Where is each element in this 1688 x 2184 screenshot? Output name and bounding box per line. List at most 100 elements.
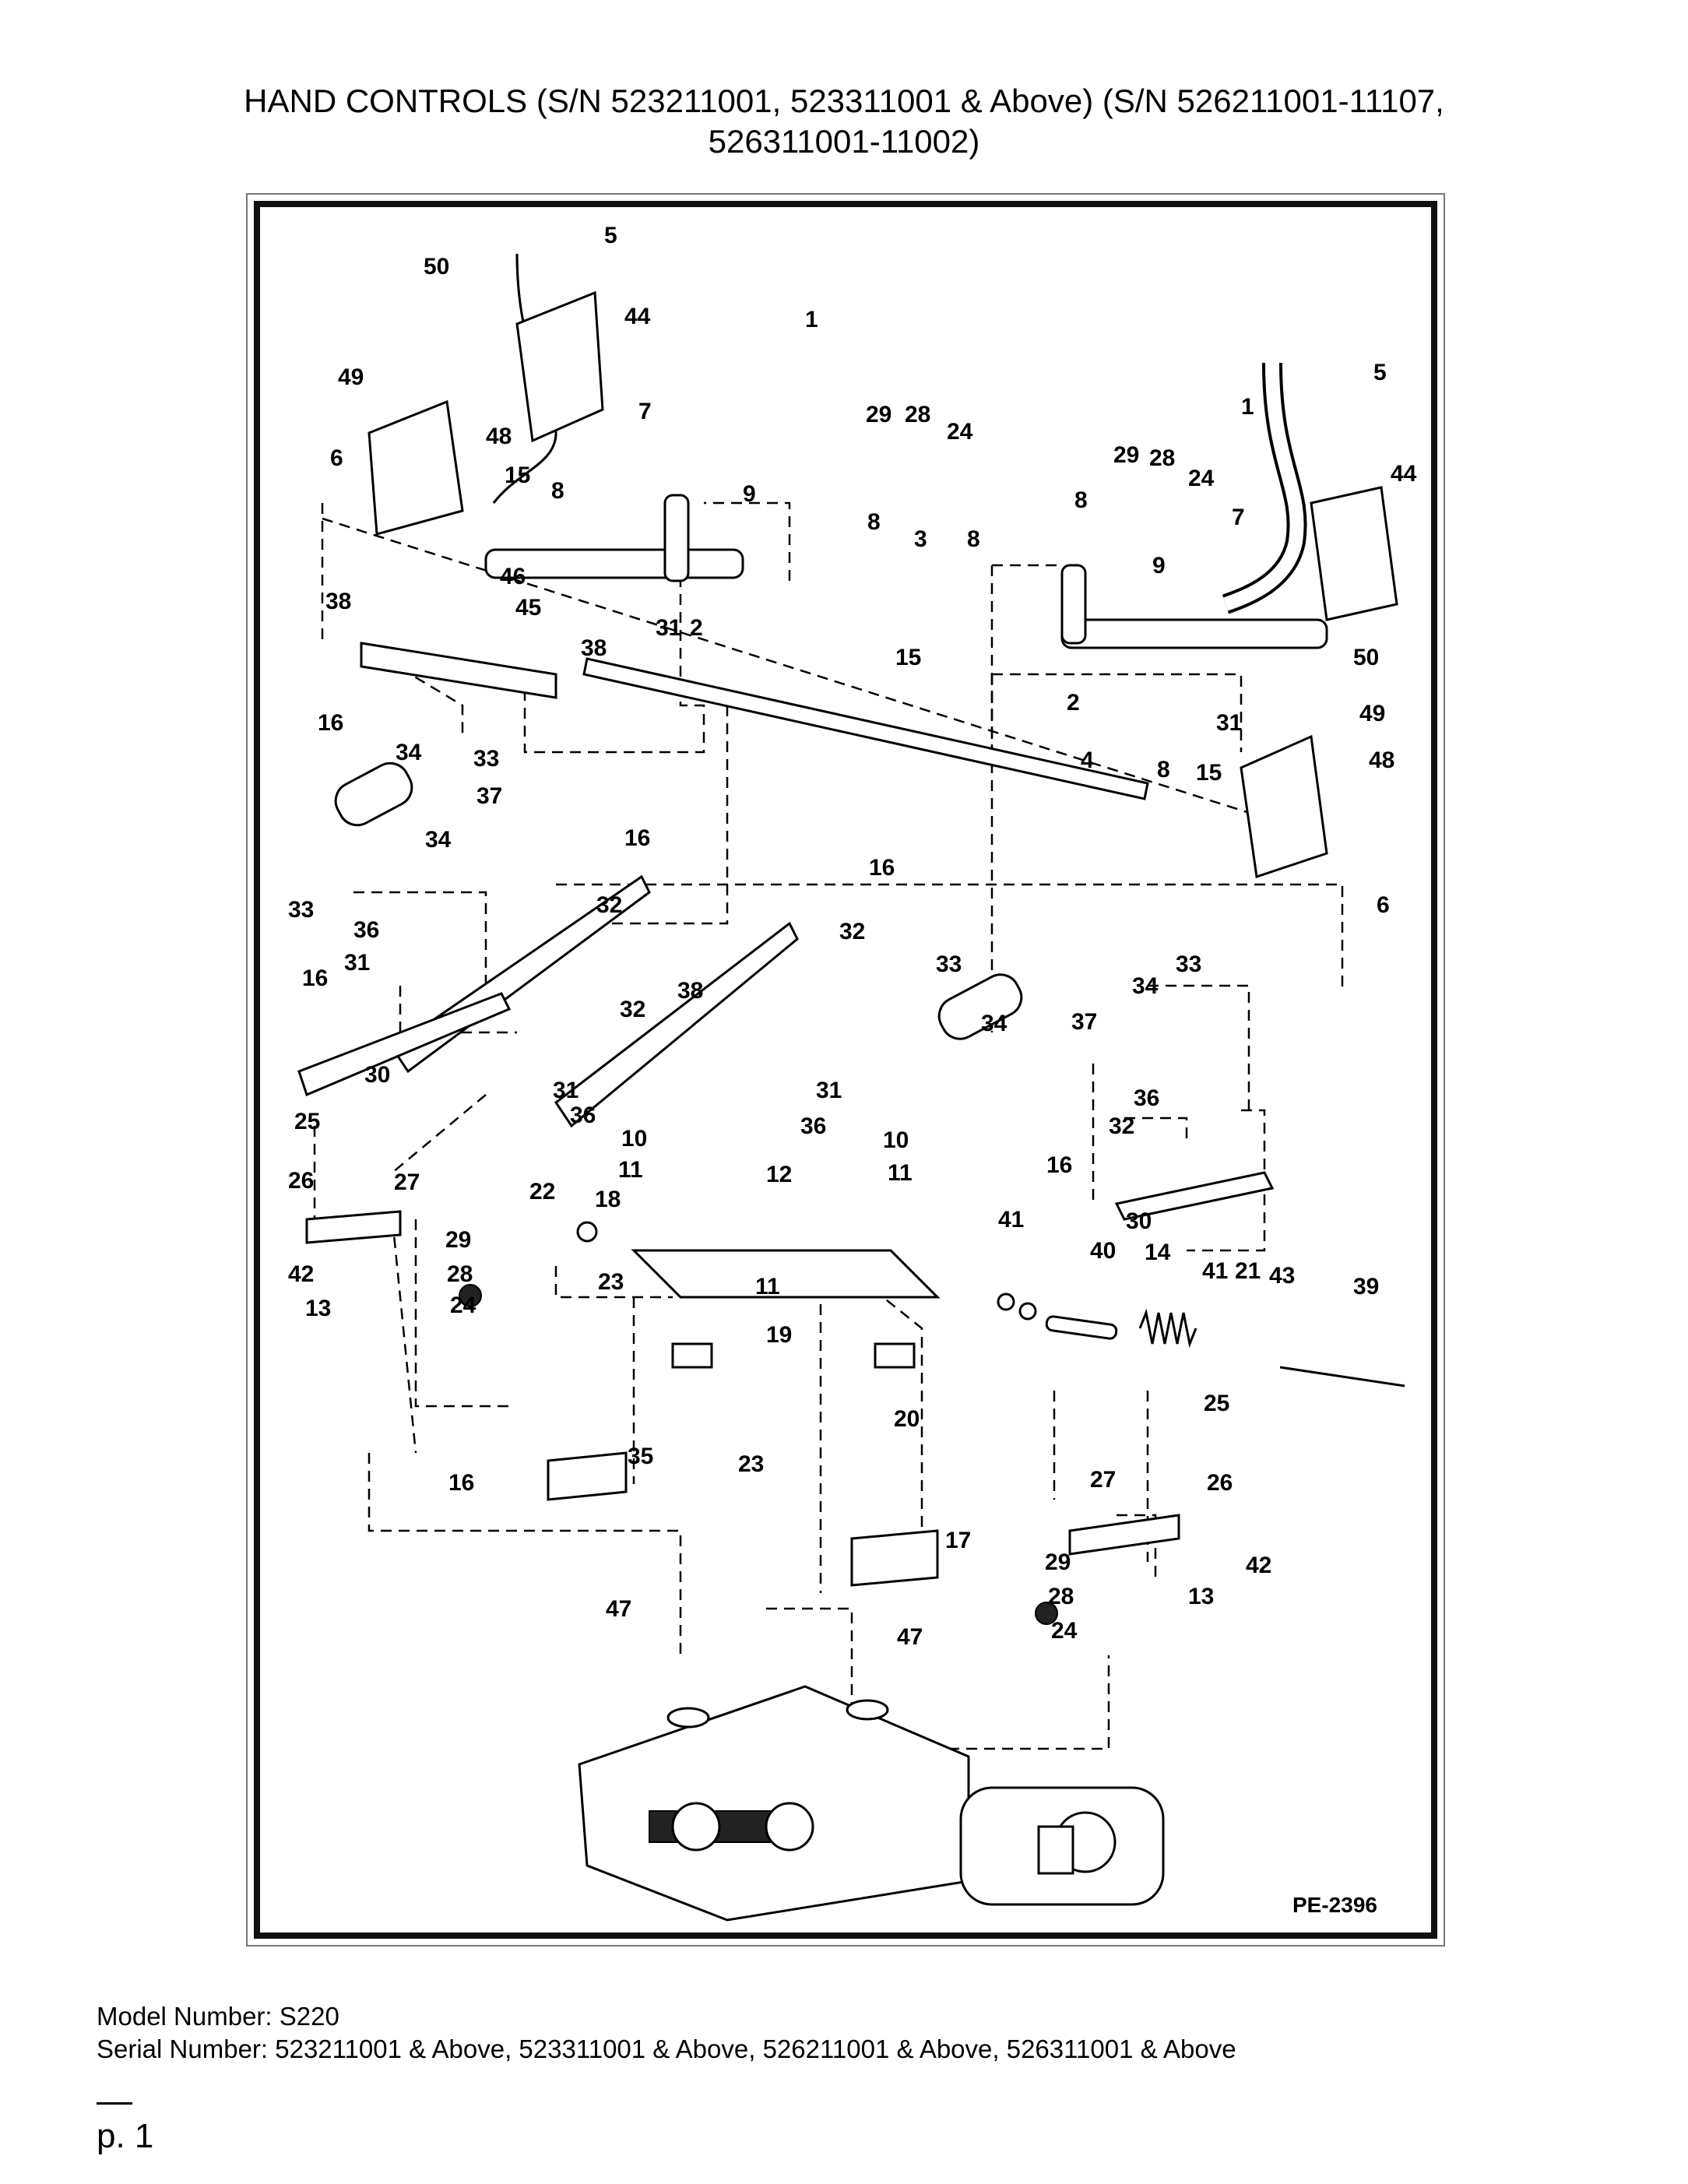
callout-38: 38 bbox=[677, 978, 703, 1004]
callout-6: 6 bbox=[1377, 892, 1390, 918]
callout-35: 35 bbox=[628, 1444, 653, 1469]
callout-33: 33 bbox=[473, 746, 499, 772]
callout-47: 47 bbox=[897, 1624, 923, 1650]
drawing-reference: PE-2396 bbox=[1292, 1893, 1377, 1917]
model-number: Model Number: S220 bbox=[97, 2002, 339, 2031]
callout-16: 16 bbox=[624, 825, 650, 851]
callout-7: 7 bbox=[1232, 505, 1245, 530]
callout-8: 8 bbox=[551, 478, 564, 504]
callout-15: 15 bbox=[1196, 760, 1222, 786]
callout-37: 37 bbox=[477, 783, 502, 809]
callout-26: 26 bbox=[288, 1168, 314, 1194]
callout-15: 15 bbox=[505, 462, 530, 488]
callout-17: 17 bbox=[945, 1528, 971, 1553]
callout-5: 5 bbox=[604, 223, 617, 248]
callout-8: 8 bbox=[967, 526, 980, 552]
callout-8: 8 bbox=[1157, 757, 1170, 783]
callout-21: 21 bbox=[1235, 1258, 1261, 1284]
callout-45: 45 bbox=[515, 595, 541, 621]
callout-23: 23 bbox=[598, 1269, 624, 1295]
callout-14: 14 bbox=[1145, 1240, 1171, 1265]
callout-25: 25 bbox=[1204, 1391, 1229, 1416]
page-number: p. 1 bbox=[97, 2117, 154, 2155]
diagram-frame-inner bbox=[254, 201, 1437, 1939]
callout-18: 18 bbox=[595, 1187, 621, 1212]
callout-25: 25 bbox=[294, 1109, 320, 1134]
callout-31: 31 bbox=[816, 1078, 842, 1103]
callout-8: 8 bbox=[867, 509, 881, 535]
callout-41: 41 bbox=[998, 1207, 1024, 1233]
callout-28: 28 bbox=[905, 402, 930, 427]
callout-27: 27 bbox=[1090, 1467, 1116, 1493]
callout-38: 38 bbox=[325, 589, 351, 614]
callout-13: 13 bbox=[1188, 1584, 1214, 1609]
callout-42: 42 bbox=[1246, 1553, 1271, 1578]
callout-36: 36 bbox=[353, 917, 379, 943]
callout-19: 19 bbox=[766, 1322, 792, 1348]
callout-9: 9 bbox=[743, 481, 756, 507]
callout-34: 34 bbox=[425, 827, 452, 853]
callout-24: 24 bbox=[1188, 466, 1215, 491]
callout-29: 29 bbox=[866, 402, 891, 427]
callout-32: 32 bbox=[839, 919, 865, 944]
callout-26: 26 bbox=[1207, 1470, 1233, 1496]
callout-6: 6 bbox=[330, 445, 343, 471]
callout-1: 1 bbox=[1241, 394, 1254, 420]
callout-49: 49 bbox=[1359, 701, 1385, 726]
callout-8: 8 bbox=[1074, 487, 1088, 513]
callout-37: 37 bbox=[1071, 1009, 1097, 1035]
callout-48: 48 bbox=[1369, 747, 1394, 773]
callout-32: 32 bbox=[1109, 1113, 1134, 1139]
callout-48: 48 bbox=[486, 424, 512, 449]
callout-24: 24 bbox=[1051, 1618, 1078, 1644]
callout-32: 32 bbox=[596, 892, 622, 918]
callout-23: 23 bbox=[738, 1451, 764, 1477]
callout-36: 36 bbox=[800, 1113, 826, 1139]
callout-27: 27 bbox=[394, 1169, 420, 1195]
callout-24: 24 bbox=[450, 1292, 477, 1318]
callout-33: 33 bbox=[1176, 951, 1201, 977]
parts bbox=[297, 253, 1405, 1922]
callout-34: 34 bbox=[1132, 973, 1159, 999]
callout-50: 50 bbox=[1353, 645, 1379, 670]
callout-11: 11 bbox=[755, 1274, 780, 1299]
callout-11: 11 bbox=[888, 1160, 913, 1186]
callout-3: 3 bbox=[914, 526, 927, 552]
callout-38: 38 bbox=[581, 635, 607, 661]
title-line-2: 526311001-11002) bbox=[708, 123, 980, 160]
assembly-lines bbox=[313, 501, 1344, 1750]
callout-29: 29 bbox=[445, 1227, 471, 1253]
exploded-parts-diagram: .part { fill: #ffffff; stroke: #000; str… bbox=[288, 223, 1417, 1922]
callout-28: 28 bbox=[447, 1261, 473, 1287]
callout-40: 40 bbox=[1090, 1238, 1116, 1264]
callout-30: 30 bbox=[364, 1062, 390, 1088]
callout-31: 31 bbox=[656, 615, 681, 641]
callout-16: 16 bbox=[318, 710, 343, 736]
callout-16: 16 bbox=[302, 965, 328, 991]
callout-47: 47 bbox=[606, 1596, 631, 1622]
footer-divider bbox=[97, 2102, 132, 2105]
callout-30: 30 bbox=[1126, 1208, 1152, 1234]
callout-34: 34 bbox=[981, 1011, 1008, 1036]
callout-46: 46 bbox=[500, 564, 526, 589]
callout-20: 20 bbox=[894, 1406, 920, 1432]
callout-10: 10 bbox=[621, 1126, 647, 1152]
title-line-1: HAND CONTROLS (S/N 523211001, 523311001 … bbox=[244, 83, 1444, 119]
callout-12: 12 bbox=[766, 1162, 792, 1187]
callout-49: 49 bbox=[338, 364, 364, 390]
callout-10: 10 bbox=[883, 1127, 909, 1153]
callout-2: 2 bbox=[1067, 690, 1080, 716]
callout-11: 11 bbox=[618, 1157, 643, 1183]
callout-39: 39 bbox=[1353, 1274, 1379, 1299]
diagram-frame-outer bbox=[246, 193, 1445, 1947]
callout-16: 16 bbox=[1046, 1152, 1072, 1178]
callout-31: 31 bbox=[1216, 710, 1242, 736]
callout-43: 43 bbox=[1269, 1263, 1295, 1289]
callout-36: 36 bbox=[570, 1103, 596, 1128]
callout-50: 50 bbox=[424, 254, 449, 280]
callout-41: 41 bbox=[1202, 1258, 1228, 1284]
callout-16: 16 bbox=[869, 855, 895, 881]
callout-28: 28 bbox=[1149, 445, 1175, 471]
callout-7: 7 bbox=[638, 399, 652, 424]
